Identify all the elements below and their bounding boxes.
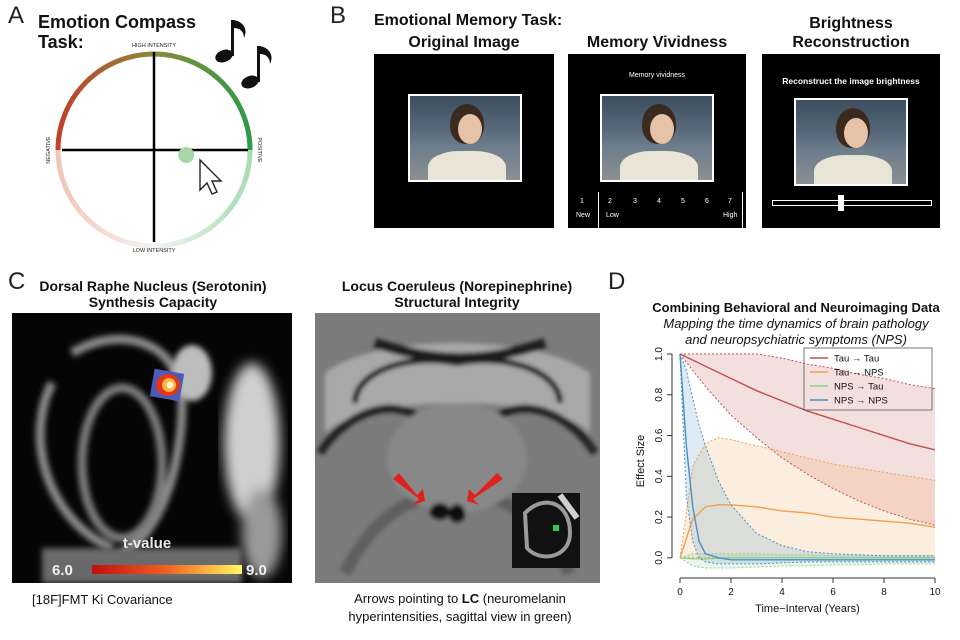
- legend-label-tau-nps: Tau → NPS: [834, 368, 884, 379]
- scale-label-low: Low: [606, 212, 619, 219]
- lc-title-line2: Structural Integrity: [394, 294, 520, 310]
- lc-arrow-right: [467, 473, 503, 505]
- x-tick-label: 10: [929, 587, 941, 598]
- lc-title-line1: Locus Coeruleus (Norepinephrine): [341, 278, 573, 294]
- chart-subtitle-line1: Mapping the time dynamics of brain patho…: [663, 316, 929, 331]
- legend-label-nps-nps: NPS → NPS: [834, 396, 888, 407]
- emotion-compass-title: Emotion Compass Task:: [38, 12, 197, 52]
- panel-letter-a: A: [8, 2, 25, 29]
- x-tick-label: 2: [728, 587, 734, 598]
- memory-vividness-screen: Memory vividness 1 2 3 4 5 6 7 New Low H…: [568, 54, 746, 228]
- lc-caption: Arrows pointing to LC (neuromelanin hype…: [348, 591, 572, 624]
- ci-lower-nps-nps: [679, 353, 935, 565]
- label-negative: NEGATIVE: [46, 136, 52, 164]
- brightness-heading-line2: Reconstruction: [792, 34, 910, 51]
- chart-title: Combining Behavioral and Neuroimaging Da…: [652, 300, 940, 315]
- drn-title-line2: Synthesis Capacity: [88, 294, 218, 310]
- drn-pet-scan: t-value 6.0 9.0: [12, 313, 292, 583]
- panel-letter-b: B: [330, 2, 347, 29]
- scale-option-7[interactable]: 7: [728, 198, 732, 205]
- effect-size-chart: 0 2 4 6 8 10 0.0 0.2 0.4 0.6 0.8 1.0 Time−Interval …: [635, 347, 941, 615]
- label-positive: POSITIVE: [256, 137, 262, 163]
- x-tick-label: 0: [677, 587, 683, 598]
- original-image-screen: [374, 54, 554, 228]
- brightness-prompt: Reconstruct the image brightness: [782, 76, 920, 86]
- music-notes-icon: [215, 20, 272, 89]
- ci-band-tau-tau: [680, 354, 935, 526]
- brightness-heading-line1: Brightness: [809, 15, 893, 32]
- lc-arrow-left: [393, 473, 425, 505]
- x-axis-label: Time−Interval (Years): [755, 603, 860, 615]
- scale-label-high: High: [723, 212, 738, 219]
- ci-band-nps-nps: [680, 354, 935, 564]
- lc-mri-scan: [315, 313, 600, 583]
- scale-label-new: New: [576, 212, 591, 219]
- tvalue-label: t-value: [123, 535, 171, 552]
- tvalue-min: 6.0: [52, 562, 73, 579]
- legend-box: [803, 347, 933, 411]
- panel-letter-d: D: [608, 268, 626, 295]
- label-low-intensity: LOW INTENSITY: [133, 248, 176, 254]
- selected-emotion-dot[interactable]: [178, 147, 195, 163]
- memory-vividness-heading: Memory Vividness: [586, 34, 728, 51]
- tvalue-max: 9.0: [246, 562, 267, 579]
- compass-ring-bottom: [55, 149, 253, 249]
- scale-option-6[interactable]: 6: [705, 198, 709, 205]
- legend-label-nps-tau: NPS → Tau: [834, 382, 883, 393]
- chart-subtitle-line2: and neuropsychiatric symptoms (NPS): [685, 332, 907, 347]
- raphe-hotspot: [149, 368, 185, 402]
- y-tick-label: 0.8: [654, 387, 665, 401]
- scale-option-2[interactable]: 2: [608, 198, 612, 205]
- brightness-reconstruction-screen: Reconstruct the image brightness: [762, 54, 940, 228]
- panel-letter-c: C: [8, 268, 26, 295]
- y-tick-label: 0.6: [654, 428, 665, 442]
- vividness-prompt: Memory vividness: [628, 72, 685, 79]
- emotional-memory-title: Emotional Memory Task:: [374, 12, 563, 29]
- ci-lower-nps-tau: [679, 557, 935, 569]
- legend-label-tau-tau: Tau → Tau: [834, 354, 879, 365]
- scale-option-5[interactable]: 5: [681, 198, 685, 205]
- drn-caption: [18F]FMT Ki Covariance: [32, 592, 173, 607]
- original-image-heading: Original Image: [408, 34, 520, 51]
- brightness-slider[interactable]: [772, 200, 932, 206]
- sagittal-inset: [512, 493, 580, 568]
- series-line-tau-nps: [679, 504, 936, 559]
- x-tick-label: 8: [881, 587, 887, 598]
- stimulus-photo: [600, 94, 714, 182]
- y-tick-label: 0.0: [654, 550, 665, 564]
- stimulus-photo: [408, 94, 522, 182]
- scale-option-1[interactable]: 1: [580, 198, 584, 205]
- y-tick-label: 0.4: [654, 469, 665, 483]
- series-line-nps-nps: [679, 353, 935, 561]
- y-tick-label: 1.0: [654, 347, 665, 361]
- y-axis-label: Effect Size: [635, 435, 647, 487]
- ci-lower-tau-tau: [679, 353, 936, 526]
- label-high-intensity: HIGH INTENSITY: [132, 43, 176, 49]
- ci-upper-tau-tau: [680, 353, 936, 390]
- brightness-slider-thumb[interactable]: [837, 195, 844, 211]
- series-line-tau-tau: [679, 353, 936, 451]
- stimulus-photo: [794, 98, 908, 186]
- drn-title-line1: Dorsal Raphe Nucleus (Serotonin): [39, 278, 267, 294]
- lc-caption-bold: LC: [461, 591, 480, 606]
- emotion-compass[interactable]: HIGH INTENSITY LOW INTENSITY NEGATIVE PO…: [40, 30, 280, 270]
- x-tick-label: 6: [830, 587, 836, 598]
- mouse-cursor-icon: [199, 158, 223, 195]
- x-tick-label: 4: [779, 587, 785, 598]
- y-tick-label: 0.2: [654, 510, 665, 524]
- ci-upper-tau-nps: [679, 437, 936, 558]
- scale-option-3[interactable]: 3: [633, 198, 637, 205]
- scale-option-4[interactable]: 4: [657, 198, 661, 205]
- tvalue-colorbar: [92, 565, 242, 574]
- series-line-nps-tau: [679, 557, 935, 560]
- ci-band-tau-nps: [680, 437, 935, 558]
